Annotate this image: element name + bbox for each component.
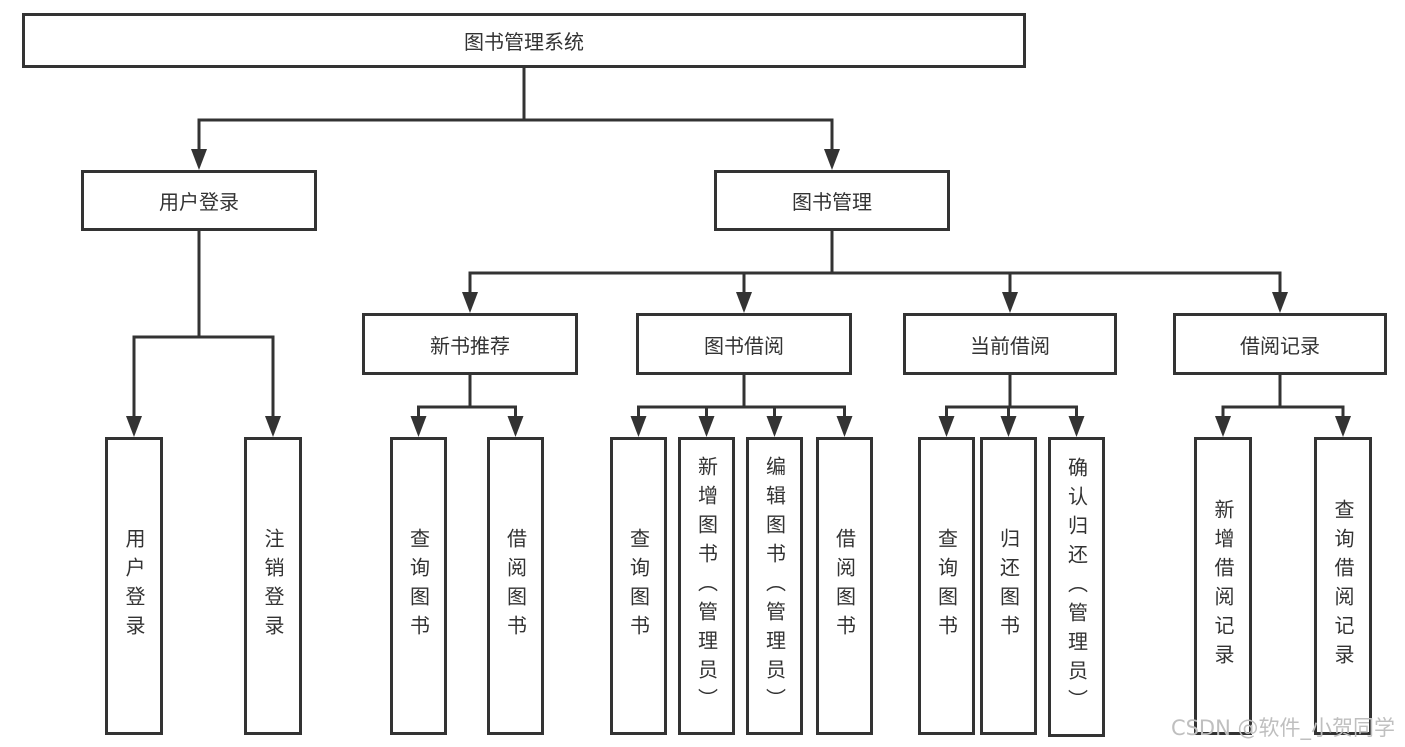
node-leaf-query-books-recommend-label: 查询图书	[406, 528, 431, 644]
node-leaf-query-borrow-record: 查询借阅记录	[1314, 437, 1372, 735]
node-leaf-query-books-current: 查询图书	[918, 437, 975, 735]
node-leaf-query-books-recommend: 查询图书	[390, 437, 447, 735]
node-user-login: 用户登录	[81, 170, 317, 231]
node-book-management: 图书管理	[714, 170, 950, 231]
node-leaf-add-borrow-record: 新增借阅记录	[1194, 437, 1252, 735]
node-leaf-add-books-admin-label: 新增图书（管理员）	[694, 455, 719, 717]
node-leaf-return-books: 归还图书	[980, 437, 1037, 735]
node-leaf-query-books-borrowing-label: 查询图书	[626, 528, 651, 644]
node-leaf-logout: 注销登录	[244, 437, 302, 735]
node-root: 图书管理系统	[22, 13, 1026, 68]
node-leaf-borrow-books-borrowing: 借阅图书	[816, 437, 873, 735]
node-book-management-label: 图书管理	[792, 190, 872, 214]
csdn-watermark: CSDN @软件_小贺同学	[1170, 716, 1395, 740]
node-leaf-borrow-books-recommend: 借阅图书	[487, 437, 544, 735]
node-leaf-query-borrow-record-label: 查询借阅记录	[1331, 499, 1355, 673]
node-leaf-add-borrow-record-label: 新增借阅记录	[1211, 499, 1235, 673]
node-book-borrowing-label: 图书借阅	[704, 333, 784, 358]
node-leaf-logout-label: 注销登录	[261, 528, 285, 644]
node-leaf-confirm-return-admin-label: 确认归还（管理员）	[1064, 456, 1089, 718]
node-leaf-query-books-current-label: 查询图书	[934, 528, 959, 644]
node-borrowing-records: 借阅记录	[1173, 313, 1387, 375]
node-leaf-borrow-books-recommend-label: 借阅图书	[503, 528, 528, 644]
connector-current-borrowing-to-leaves	[938, 375, 1085, 437]
node-leaf-user-login: 用户登录	[105, 437, 163, 735]
connector-new-book-recommend-to-leaves	[410, 375, 524, 437]
node-leaf-confirm-return-admin: 确认归还（管理员）	[1048, 437, 1105, 737]
node-leaf-edit-books-admin-label: 编辑图书（管理员）	[762, 455, 787, 717]
node-root-label: 图书管理系统	[464, 30, 584, 54]
node-current-borrowing-label: 当前借阅	[970, 333, 1050, 358]
node-leaf-user-login-label: 用户登录	[122, 528, 146, 644]
node-leaf-add-books-admin: 新增图书（管理员）	[678, 437, 735, 735]
connector-user-login-to-leaves	[126, 229, 281, 437]
node-new-book-recommend: 新书推荐	[362, 313, 578, 375]
connector-borrowing-records-to-leaves	[1215, 375, 1351, 437]
node-leaf-return-books-label: 归还图书	[996, 528, 1021, 644]
node-book-borrowing: 图书借阅	[636, 313, 852, 375]
node-user-login-label: 用户登录	[159, 190, 239, 214]
node-leaf-query-books-borrowing: 查询图书	[610, 437, 667, 735]
node-current-borrowing: 当前借阅	[903, 313, 1117, 375]
connector-book-management-to-level2	[462, 229, 1288, 313]
node-leaf-borrow-books-borrowing-label: 借阅图书	[832, 528, 857, 644]
node-leaf-edit-books-admin: 编辑图书（管理员）	[746, 437, 803, 735]
node-borrowing-records-label: 借阅记录	[1240, 333, 1320, 358]
connector-root-to-level1	[191, 66, 840, 170]
connector-book-borrowing-to-leaves	[630, 375, 853, 437]
node-new-book-recommend-label: 新书推荐	[430, 333, 510, 358]
